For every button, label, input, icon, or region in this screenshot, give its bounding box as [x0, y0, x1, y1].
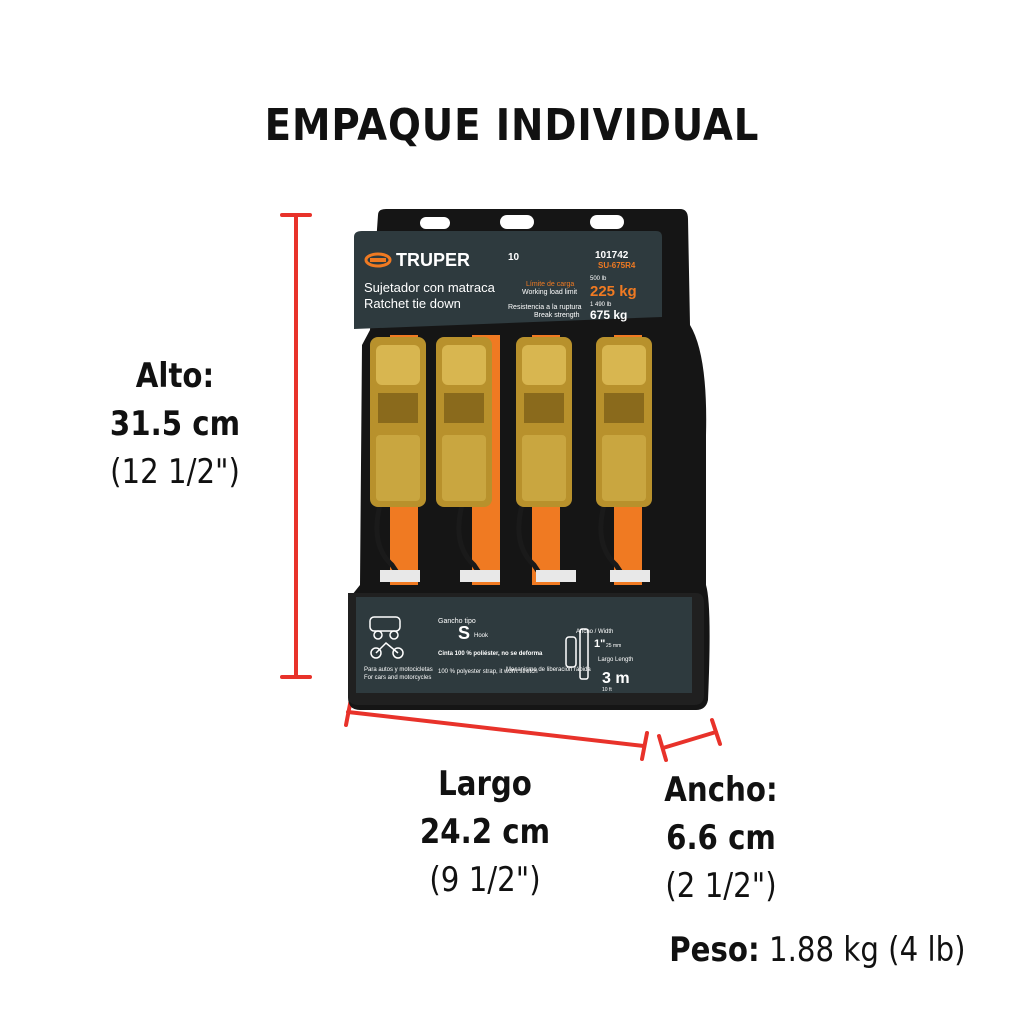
- load-label-es: Límite de carga: [526, 281, 574, 288]
- ratchet-strap-2: [436, 335, 500, 585]
- ratchet-strap-4: [596, 335, 652, 585]
- use-en: For cars and motorcycles: [364, 675, 431, 681]
- height-dimension-label: Alto: 31.5 cm (12 1/2"): [102, 352, 248, 496]
- hook-en: Hook: [474, 633, 489, 639]
- weight-title: Peso:: [669, 930, 761, 970]
- load-value: 225 kg: [590, 283, 637, 300]
- width-label: Ancho / Width: [576, 629, 613, 635]
- length-imperial: (9 1/2"): [429, 860, 541, 900]
- width-dimension-line: [657, 718, 722, 762]
- break-label-en: Break strength: [534, 312, 580, 319]
- width-imperial: (2 1/2"): [665, 866, 777, 906]
- strap-es: Cinta 100 % poliéster, no se deforma: [438, 651, 543, 657]
- use-es: Para autos y motocicletas: [364, 667, 433, 673]
- page-title: EMPAQUE INDIVIDUAL: [264, 100, 760, 151]
- product-name-es: Sujetador con matraca: [364, 280, 496, 295]
- break-label-es: Resistencia a la ruptura: [508, 304, 582, 311]
- length-value: 3 m: [602, 670, 630, 687]
- ratchet-package-image: TRUPER 10 101742 SU-675R4 Sujetador con …: [348, 209, 710, 710]
- strap-en: 100 % polyester strap, it won't stretch: [438, 669, 538, 675]
- pack-qty: 10: [508, 252, 520, 263]
- width-label: Ancho:: [664, 770, 778, 810]
- width-value: 1": [594, 638, 605, 650]
- weight-value: 1.88 kg (4 lb): [769, 930, 966, 970]
- height-dimension-line: [280, 213, 312, 679]
- length-ft: 10 ft: [602, 687, 612, 693]
- ratchet-strap-1: [370, 335, 426, 585]
- truper-logo-icon: [364, 252, 392, 268]
- car-icon: [369, 616, 401, 640]
- load-lb: 500 lb: [590, 276, 607, 282]
- length-label: Largo: [438, 764, 532, 804]
- width-metric: 6.6 cm: [666, 818, 776, 858]
- product-model: SU-675R4: [598, 261, 636, 270]
- length-label: Largo Length: [598, 657, 633, 663]
- height-label: Alto:: [135, 356, 215, 396]
- width-dimension-label: Ancho: 6.6 cm (2 1/2"): [639, 766, 802, 910]
- release-es: Mecanismo de liberación rápida: [506, 667, 591, 673]
- ratchet-mechanism-icon: [565, 628, 589, 680]
- width-mm: 25 mm: [606, 643, 621, 649]
- hook-es: Gancho tipo: [438, 618, 476, 625]
- weight-label: Peso: 1.88 kg (4 lb): [670, 930, 966, 970]
- height-imperial: (12 1/2"): [110, 452, 240, 492]
- ratchet-strap-3: [516, 335, 576, 585]
- break-value: 675 kg: [590, 308, 627, 322]
- hook-letter: S: [458, 623, 470, 643]
- load-label-en: Working load limit: [522, 289, 577, 296]
- brand-logo: TRUPER: [396, 250, 470, 270]
- length-metric: 24.2 cm: [419, 812, 551, 852]
- length-dimension-label: Largo 24.2 cm (9 1/2"): [403, 760, 566, 904]
- product-code: 101742: [595, 250, 629, 261]
- break-lb: 1 490 lb: [590, 302, 612, 308]
- height-metric: 31.5 cm: [109, 404, 241, 444]
- product-name-en: Ratchet tie down: [364, 296, 461, 311]
- motorcycle-icon: [370, 641, 404, 659]
